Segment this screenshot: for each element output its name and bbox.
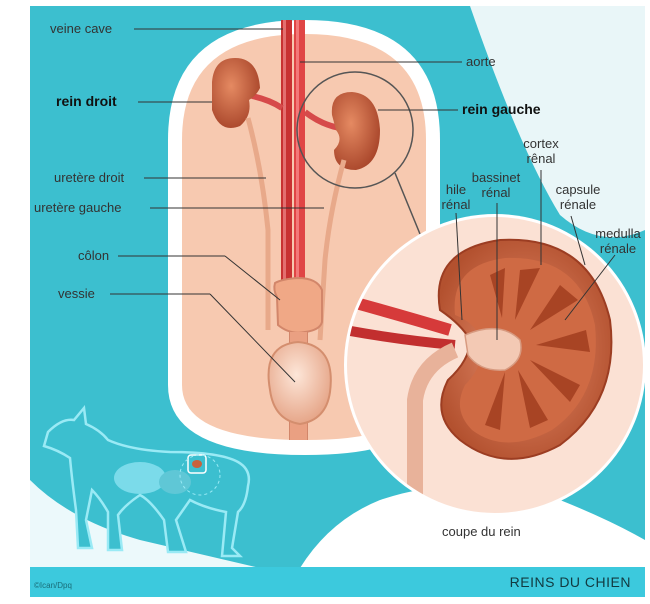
label-cortex-line2: rênal bbox=[514, 151, 568, 166]
label-capsule-line1: capsule bbox=[548, 182, 608, 197]
label-cortex-line1: cortex bbox=[514, 136, 568, 151]
colon bbox=[274, 278, 322, 333]
diagram-title: REINS DU CHIEN bbox=[510, 574, 631, 590]
label-aorta: aorte bbox=[466, 54, 496, 69]
label-capsule: capsule rénale bbox=[548, 182, 608, 212]
label-medulla-line2: rénale bbox=[590, 241, 646, 256]
credit-text: ©Ican/Dpq bbox=[34, 581, 72, 590]
label-medulla-line1: medulla bbox=[590, 226, 646, 241]
label-section-caption: coupe du rein bbox=[442, 524, 521, 539]
label-capsule-line2: rénale bbox=[548, 197, 608, 212]
label-right-kidney: rein droit bbox=[56, 94, 117, 109]
label-hilum: hile rénal bbox=[432, 182, 480, 212]
label-medulla: medulla rénale bbox=[590, 226, 646, 256]
label-bladder: vessie bbox=[58, 286, 95, 301]
label-right-ureter: uretère droit bbox=[54, 170, 124, 185]
left-kidney bbox=[332, 92, 380, 170]
label-hilum-line2: rénal bbox=[432, 197, 480, 212]
label-hilum-line1: hile bbox=[432, 182, 480, 197]
label-left-ureter: uretère gauche bbox=[34, 200, 121, 215]
bladder bbox=[269, 342, 331, 424]
label-vena-cava: veine cave bbox=[50, 21, 112, 36]
label-colon: côlon bbox=[78, 248, 109, 263]
label-left-kidney: rein gauche bbox=[462, 102, 541, 117]
vena-cava bbox=[281, 20, 292, 290]
label-cortex: cortex rênal bbox=[514, 136, 568, 166]
footer-bar: ©Ican/Dpq REINS DU CHIEN bbox=[30, 567, 645, 597]
